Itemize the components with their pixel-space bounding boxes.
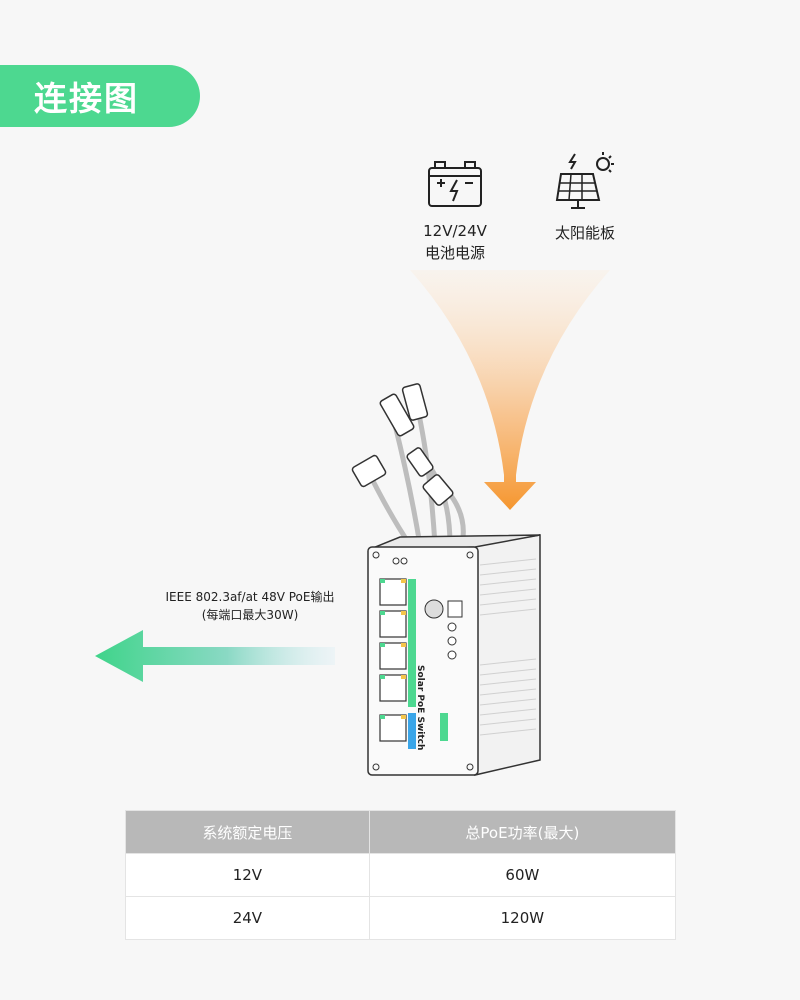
input-arrow [410, 270, 610, 510]
battery-source: 12V/24V 电池电源 [400, 158, 510, 264]
header-voltage: 系统额定电压 [125, 810, 370, 854]
header-poe-power: 总PoE功率(最大) [368, 810, 677, 854]
cell-power: 120W [368, 896, 677, 940]
cell-voltage: 12V [125, 853, 370, 897]
page-title: 连接图 [34, 79, 139, 118]
car-battery-icon [428, 161, 482, 207]
poe-standard-label: IEEE 802.3af/at 48V PoE输出 [165, 590, 335, 604]
table-row: 12V 60W [125, 853, 677, 897]
table-header-row: 系统额定电压 总PoE功率(最大) [125, 810, 677, 854]
poe-output-arrow [95, 630, 335, 682]
solar-source-label: 太阳能板 [554, 224, 615, 242]
cell-power: 60W [368, 853, 677, 897]
cell-voltage: 24V [125, 896, 370, 940]
battery-voltage-label: 12V/24V [423, 222, 487, 240]
poe-output-description: IEEE 802.3af/at 48V PoE输出 (每端口最大30W) [150, 588, 350, 624]
per-port-power-label: (每端口最大30W) [201, 608, 299, 622]
device-model-label: Solar PoE Switch [415, 665, 425, 751]
battery-source-label: 电池电源 [424, 244, 485, 262]
title-banner: 连接图 [0, 65, 200, 127]
solar-source: 太阳能板 [530, 150, 640, 244]
table-row: 24V 120W [125, 896, 677, 940]
solar-panel-icon [555, 152, 614, 209]
spec-table: 系统额定电压 总PoE功率(最大) 12V 60W 24V 120W [125, 810, 677, 940]
solar-poe-switch [351, 383, 541, 776]
